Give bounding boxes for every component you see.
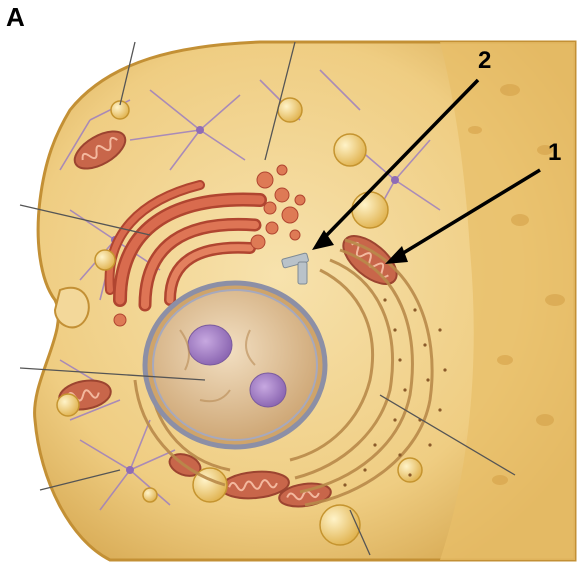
membrane-notch — [55, 288, 89, 328]
callout-label-2: 2 — [478, 47, 491, 74]
nucleus — [145, 283, 325, 447]
nucleolus — [250, 373, 286, 407]
callout-label-1: 1 — [548, 139, 561, 166]
nucleolus — [188, 325, 232, 365]
